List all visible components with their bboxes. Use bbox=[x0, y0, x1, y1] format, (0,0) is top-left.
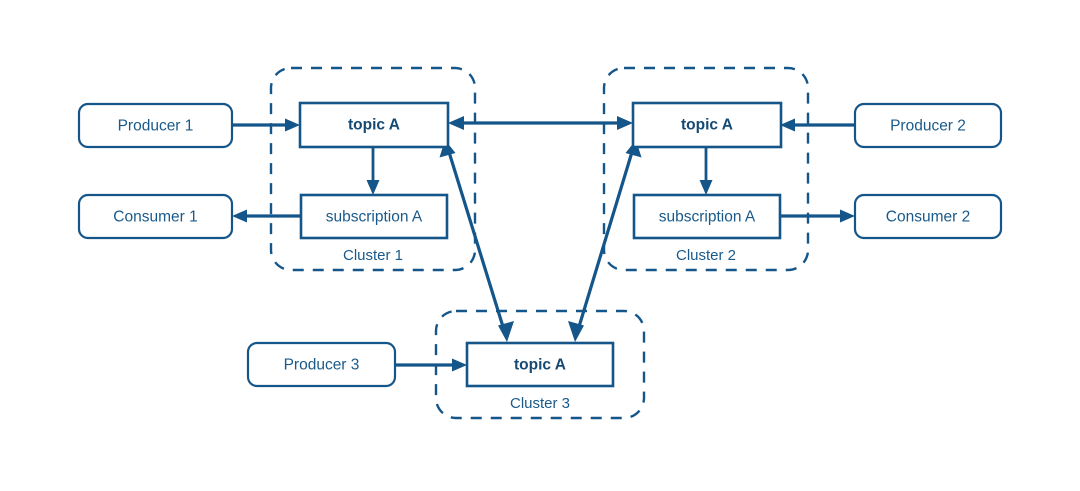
node-subscription-a-cluster1[interactable]: subscription A bbox=[299, 193, 449, 240]
arrow-head-icon bbox=[780, 118, 795, 132]
consumer1-box[interactable] bbox=[77, 193, 234, 240]
arrow-head-icon bbox=[439, 140, 456, 158]
producer2-box[interactable] bbox=[853, 102, 1003, 149]
consumer2-label: Consumer 2 bbox=[886, 209, 970, 226]
arrow-head-icon bbox=[232, 209, 247, 223]
node-topic-a-cluster3[interactable]: topic A bbox=[465, 341, 615, 388]
cluster-3-label: Cluster 3 bbox=[510, 395, 570, 412]
arrow-head-icon bbox=[448, 116, 464, 130]
topic-a-c2-label: topic A bbox=[681, 117, 733, 134]
edge-producer3-to-topic-a-c3 bbox=[395, 358, 467, 372]
edge-producer2-to-topic-a-c2 bbox=[780, 118, 855, 132]
consumer2-box[interactable] bbox=[853, 193, 1003, 240]
subscription-a-c2-box[interactable] bbox=[632, 193, 782, 240]
topic-a-c3-label: topic A bbox=[514, 357, 566, 374]
cluster-group-2: Cluster 2 bbox=[602, 66, 810, 272]
arrow-head-icon bbox=[699, 180, 713, 195]
subscription-a-c1-box[interactable] bbox=[299, 193, 449, 240]
edge-topic-a-c1-to-topic-a-c2-bidirectional bbox=[448, 116, 633, 130]
producer3-box[interactable] bbox=[246, 341, 397, 388]
node-producer3[interactable]: Producer 3 bbox=[246, 341, 397, 388]
node-consumer1[interactable]: Consumer 1 bbox=[77, 193, 234, 240]
node-subscription-a-cluster2[interactable]: subscription A bbox=[632, 193, 782, 240]
node-topic-a-cluster1[interactable]: topic A bbox=[298, 101, 450, 149]
cluster-2-boundary bbox=[602, 66, 810, 272]
consumer1-label: Consumer 1 bbox=[113, 209, 197, 226]
edge-topic-a-c1-to-subscription-a-c1 bbox=[366, 147, 380, 195]
node-topic-a-cluster2[interactable]: topic A bbox=[631, 101, 783, 149]
topic-a-c3-box[interactable] bbox=[465, 341, 615, 388]
arrow-head-icon bbox=[625, 140, 642, 158]
producer2-label: Producer 2 bbox=[890, 118, 966, 135]
subscription-a-c2-label: subscription A bbox=[659, 209, 756, 226]
arrow-head-icon bbox=[366, 180, 380, 195]
node-producer2[interactable]: Producer 2 bbox=[853, 102, 1003, 149]
topic-a-c1-box[interactable] bbox=[298, 101, 450, 149]
arrow-head-icon bbox=[568, 321, 584, 342]
edge-subscription-a-c2-to-consumer2 bbox=[778, 209, 855, 223]
edge-producer1-to-topic-a-c1 bbox=[232, 118, 300, 132]
edge-subscription-a-c1-to-consumer1 bbox=[232, 209, 301, 223]
edge-topic-a-c1-to-topic-a-c3-bidirectional bbox=[439, 140, 514, 342]
node-consumer2[interactable]: Consumer 2 bbox=[853, 193, 1003, 240]
edge-topic-a-c2-to-subscription-a-c2 bbox=[699, 147, 713, 195]
topic-a-c2-box[interactable] bbox=[631, 101, 783, 149]
cluster-1-label: Cluster 1 bbox=[343, 247, 403, 264]
producer1-label: Producer 1 bbox=[118, 118, 194, 135]
producer3-label: Producer 3 bbox=[284, 357, 360, 374]
arrow-head-icon bbox=[840, 209, 855, 223]
producer1-box[interactable] bbox=[77, 102, 234, 149]
arrow-head-icon bbox=[452, 358, 467, 372]
node-producer1[interactable]: Producer 1 bbox=[77, 102, 234, 149]
cluster-1-boundary bbox=[269, 66, 477, 272]
subscription-a-c1-label: subscription A bbox=[326, 209, 423, 226]
edge-topic-a-c2-to-topic-a-c3-bidirectional bbox=[568, 140, 642, 342]
cluster-2-label: Cluster 2 bbox=[676, 247, 736, 264]
arrow-head-icon bbox=[617, 116, 633, 130]
arrow-head-icon bbox=[285, 118, 300, 132]
arrow-head-icon bbox=[498, 321, 514, 342]
topic-a-c1-label: topic A bbox=[348, 117, 400, 134]
cluster-group-1: Cluster 1 bbox=[269, 66, 477, 272]
